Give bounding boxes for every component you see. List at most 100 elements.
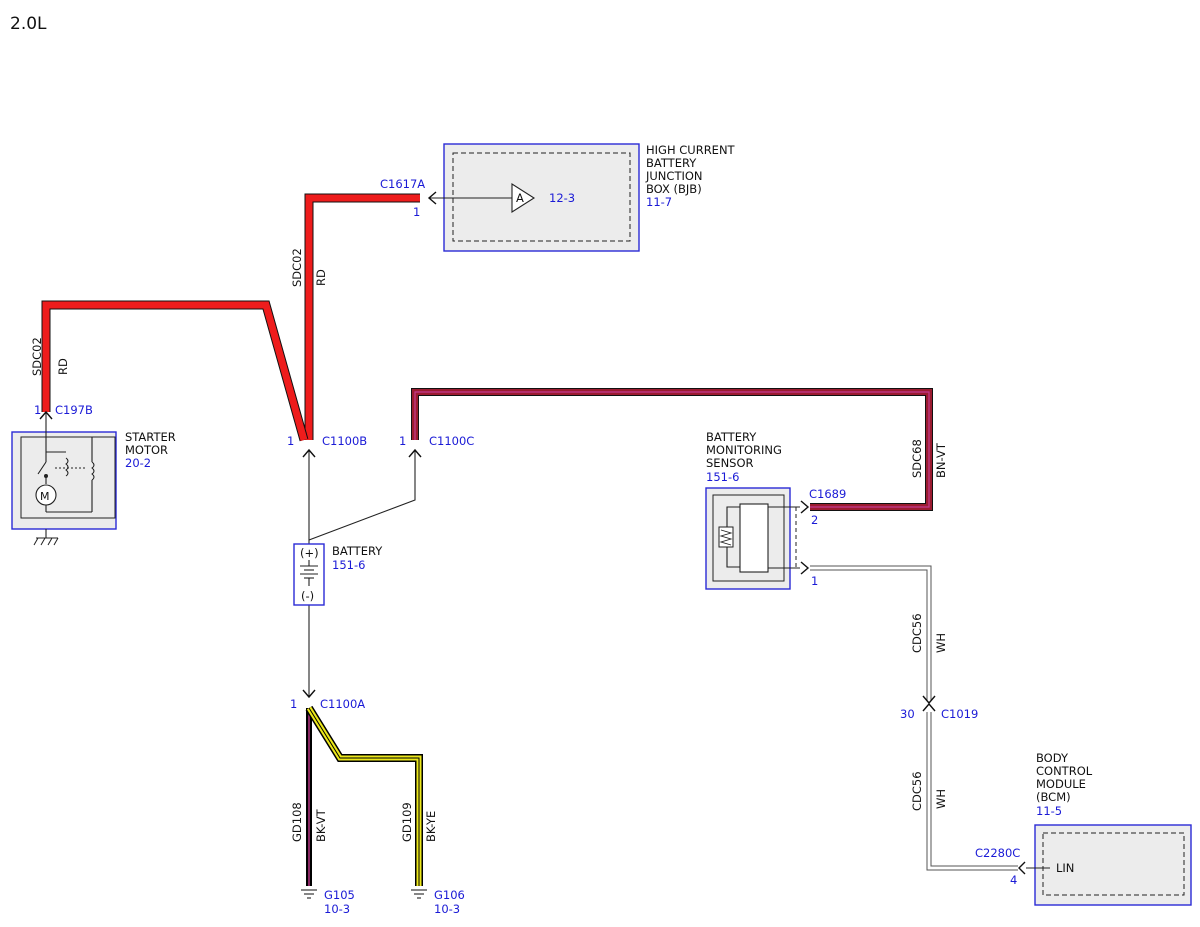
ground-g106: G106 10-3 bbox=[411, 888, 465, 916]
ground-icon bbox=[301, 889, 317, 899]
sdc68-circuit: SDC68 bbox=[910, 439, 924, 478]
connector-c1100b: 1 C1100B bbox=[287, 434, 367, 458]
bcm-name-line2: CONTROL bbox=[1036, 764, 1093, 778]
connector-c1100a: 1 C1100A bbox=[290, 689, 365, 711]
starter-name-line1: STARTER bbox=[125, 430, 176, 444]
g106-label: G106 bbox=[434, 888, 465, 902]
c1617a-label: C1617A bbox=[380, 177, 425, 191]
bcm-box bbox=[1034, 824, 1192, 906]
starter-box bbox=[11, 431, 117, 530]
cdc56-lower-circuit: CDC56 bbox=[910, 771, 924, 811]
c2280c-label: C2280C bbox=[975, 846, 1020, 860]
sdc68-color: BN-VT bbox=[934, 442, 948, 478]
connector-chevron-icon bbox=[302, 448, 316, 458]
connector-c2280c: C2280C 4 bbox=[975, 846, 1026, 887]
bcm-port-lin: LIN bbox=[1056, 861, 1074, 875]
wire-sdc02-starter bbox=[41, 300, 309, 442]
connector-c1617a: C1617A 1 bbox=[380, 177, 437, 219]
sdc02-main-circuit: SDC02 bbox=[290, 248, 304, 287]
starter-ref[interactable]: 20-2 bbox=[125, 456, 151, 470]
c1100a-label: C1100A bbox=[320, 697, 365, 711]
gd109-circuit: GD109 bbox=[400, 802, 414, 842]
c197b-label: C197B bbox=[55, 403, 93, 417]
ground-g105: G105 10-3 bbox=[301, 888, 355, 916]
c1617a-pin: 1 bbox=[413, 205, 420, 219]
battery-component: (+) (-) BATTERY 151-6 bbox=[293, 543, 383, 606]
battery-ref[interactable]: 151-6 bbox=[332, 558, 365, 572]
connector-chevron-icon bbox=[302, 689, 316, 699]
c1100c-pin: 1 bbox=[399, 434, 406, 448]
bjb-component: A 12-3 HIGH CURRENT BATTERY JUNCTION BOX… bbox=[430, 143, 736, 252]
c1100b-pin: 1 bbox=[287, 434, 294, 448]
starter-ground-icon bbox=[33, 529, 59, 546]
c1100a-pin: 1 bbox=[290, 697, 297, 711]
starter-motor-icon: M bbox=[35, 412, 95, 513]
connector-c1689: C1689 2 1 bbox=[800, 487, 846, 588]
starter-name-line2: MOTOR bbox=[125, 443, 168, 457]
bms-name-line2: MONITORING bbox=[706, 443, 782, 457]
connector-c1100c: 1 C1100C bbox=[399, 434, 474, 458]
wire-gd109 bbox=[305, 705, 423, 886]
bms-ref[interactable]: 151-6 bbox=[706, 470, 739, 484]
bjb-name-line4: BOX (BJB) bbox=[646, 182, 702, 196]
connector-chevron-icon bbox=[800, 561, 810, 575]
sdc02-main-color: RD bbox=[314, 269, 328, 286]
bcm-name-line4: (BCM) bbox=[1036, 790, 1071, 804]
gd108-color: BK-VT bbox=[314, 808, 328, 842]
battery-icon bbox=[300, 560, 318, 586]
bms-name-line1: BATTERY bbox=[706, 430, 757, 444]
thin-wires bbox=[308, 450, 416, 696]
connector-chevron-icon bbox=[800, 500, 810, 514]
connector-chevron-icon bbox=[1018, 861, 1026, 875]
bcm-component: LIN BODY CONTROL MODULE (BCM) 11-5 bbox=[1026, 751, 1192, 906]
connector-chevron-icon bbox=[922, 702, 936, 712]
c1100c-label: C1100C bbox=[429, 434, 474, 448]
connector-c197b: 1 C197B bbox=[34, 403, 93, 420]
fuse-label: A bbox=[516, 191, 524, 205]
svg-text:M: M bbox=[40, 490, 50, 503]
connector-chevron-icon bbox=[39, 410, 53, 420]
wire-cdc56 bbox=[810, 565, 1018, 871]
c1689-label: C1689 bbox=[809, 487, 846, 501]
c2280c-pin: 4 bbox=[1010, 873, 1017, 887]
c1100b-label: C1100B bbox=[322, 434, 367, 448]
bjb-name-line2: BATTERY bbox=[646, 156, 697, 170]
wire-sdc68 bbox=[411, 388, 933, 511]
battery-name: BATTERY bbox=[332, 544, 383, 558]
starter-motor-component: M STARTER MOTOR 20-2 bbox=[11, 412, 176, 546]
gd109-color: BK-YE bbox=[424, 811, 438, 842]
cdc56-upper-circuit: CDC56 bbox=[910, 613, 924, 653]
g105-label: G105 bbox=[324, 888, 355, 902]
sdc02-starter-color: RD bbox=[56, 358, 70, 375]
sdc02-starter-circuit: SDC02 bbox=[30, 337, 44, 376]
c1689-pin-2: 2 bbox=[811, 513, 818, 527]
connector-chevron-icon bbox=[427, 191, 437, 205]
cdc56-upper-color: WH bbox=[934, 633, 948, 653]
bms-name-line3: SENSOR bbox=[706, 456, 754, 470]
connector-chevron-icon bbox=[408, 448, 422, 458]
battery-pos: (+) bbox=[300, 546, 319, 560]
bjb-name-line1: HIGH CURRENT bbox=[646, 143, 736, 157]
bjb-ref[interactable]: 11-7 bbox=[646, 195, 672, 209]
fuse-icon bbox=[511, 182, 536, 214]
c197b-pin: 1 bbox=[34, 403, 41, 417]
g105-ref[interactable]: 10-3 bbox=[324, 902, 350, 916]
gd108-circuit: GD108 bbox=[290, 802, 304, 842]
connector-c1019: 30 C1019 bbox=[900, 695, 978, 721]
bcm-name-line1: BODY bbox=[1036, 751, 1069, 765]
cdc56-lower-color: WH bbox=[934, 789, 948, 809]
c1019-pin: 30 bbox=[900, 707, 915, 721]
c1019-label: C1019 bbox=[941, 707, 978, 721]
bcm-name-line3: MODULE bbox=[1036, 777, 1086, 791]
g106-ref[interactable]: 10-3 bbox=[434, 902, 460, 916]
diagram-title: 2.0L bbox=[10, 14, 47, 34]
fuse-ref[interactable]: 12-3 bbox=[549, 191, 575, 205]
bcm-ref[interactable]: 11-5 bbox=[1036, 804, 1062, 818]
c1689-pin-1: 1 bbox=[811, 574, 818, 588]
wire-sdc02-main bbox=[304, 193, 420, 440]
battery-neg: (-) bbox=[301, 589, 314, 603]
ground-icon bbox=[411, 889, 427, 899]
bms-component: BATTERY MONITORING SENSOR 151-6 bbox=[705, 430, 800, 590]
bjb-name-line3: JUNCTION bbox=[645, 169, 703, 183]
